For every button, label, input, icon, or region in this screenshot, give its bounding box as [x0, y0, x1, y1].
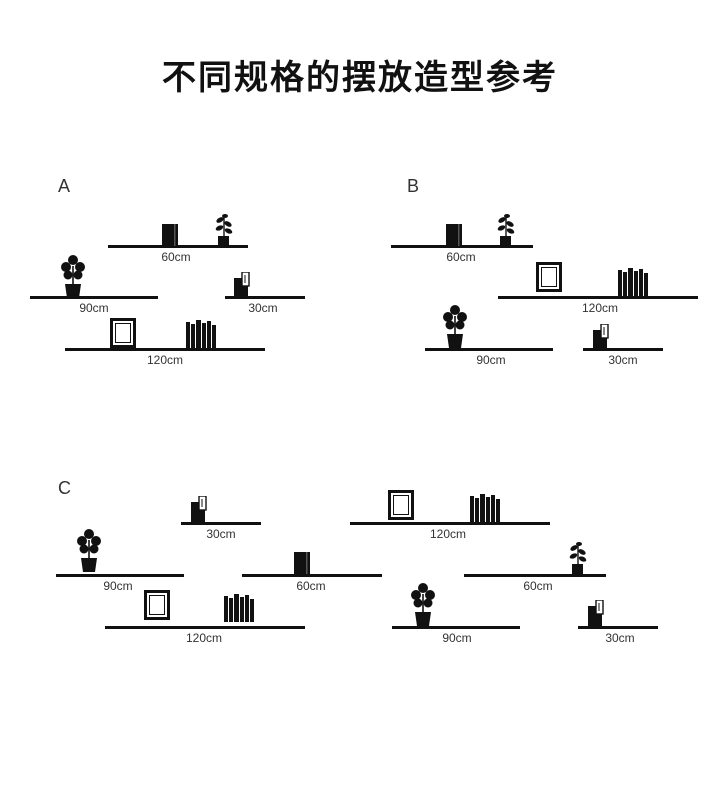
- shelf-board: [30, 296, 158, 299]
- potted-plant-icon: [60, 254, 86, 302]
- shelf-board: [225, 296, 305, 299]
- potted-plant-icon: [76, 528, 102, 576]
- shelf-size-label: 30cm: [605, 631, 635, 645]
- shelf-size-label: 120cm: [581, 301, 619, 315]
- shelf-board: [391, 245, 533, 248]
- book-icon: [294, 552, 310, 578]
- shelf-board: [583, 348, 663, 351]
- shelf-board: [108, 245, 248, 248]
- book-with-tag-icon: [593, 323, 611, 354]
- shelf-size-label: 30cm: [248, 301, 278, 315]
- shelf-size-label: 60cm: [446, 250, 476, 264]
- book-with-tag-icon: [588, 599, 606, 630]
- group-label-a: A: [58, 176, 71, 196]
- book-with-tag-icon: [191, 495, 209, 526]
- shelf-board: [105, 626, 305, 629]
- book-stack-icon: [224, 594, 254, 626]
- shelf-size-label: 60cm: [523, 579, 553, 593]
- shelf-board: [425, 348, 553, 351]
- picture-frame-icon: [536, 262, 562, 296]
- picture-frame-icon: [388, 490, 414, 524]
- group-label-b: B: [407, 176, 420, 196]
- shelf-size-label: 90cm: [79, 301, 109, 315]
- shelf-size-label: 90cm: [442, 631, 472, 645]
- shelf-size-label: 120cm: [429, 527, 467, 541]
- shelf-board: [392, 626, 520, 629]
- shelf-board: [350, 522, 550, 525]
- shelf-board: [242, 574, 382, 577]
- shelf-board: [464, 574, 606, 577]
- shelf-board: [181, 522, 261, 525]
- shelf-board: [578, 626, 658, 629]
- potted-plant-icon: [410, 582, 436, 630]
- small-plant-icon: [568, 540, 588, 578]
- shelf-size-label: 30cm: [608, 353, 638, 367]
- book-with-tag-icon: [234, 271, 252, 302]
- shelf-size-label: 90cm: [476, 353, 506, 367]
- shelf-size-label: 30cm: [206, 527, 236, 541]
- shelf-size-label: 60cm: [161, 250, 191, 264]
- book-icon: [446, 224, 462, 250]
- shelf-size-label: 60cm: [296, 579, 326, 593]
- book-stack-icon: [470, 494, 500, 526]
- book-icon: [162, 224, 178, 250]
- shelf-size-label: 120cm: [146, 353, 184, 367]
- picture-frame-icon: [110, 318, 136, 352]
- page-title: 不同规格的摆放造型参考: [162, 58, 558, 98]
- small-plant-icon: [214, 212, 234, 250]
- shelf-board: [56, 574, 184, 577]
- shelf-board: [65, 348, 265, 351]
- book-stack-icon: [186, 320, 216, 352]
- shelf-size-label: 90cm: [103, 579, 133, 593]
- book-stack-icon: [618, 268, 648, 300]
- group-label-c: C: [58, 478, 71, 498]
- small-plant-icon: [496, 212, 516, 250]
- shelf-board: [498, 296, 698, 299]
- shelf-size-label: 120cm: [185, 631, 223, 645]
- potted-plant-icon: [442, 304, 468, 352]
- picture-frame-icon: [144, 590, 170, 624]
